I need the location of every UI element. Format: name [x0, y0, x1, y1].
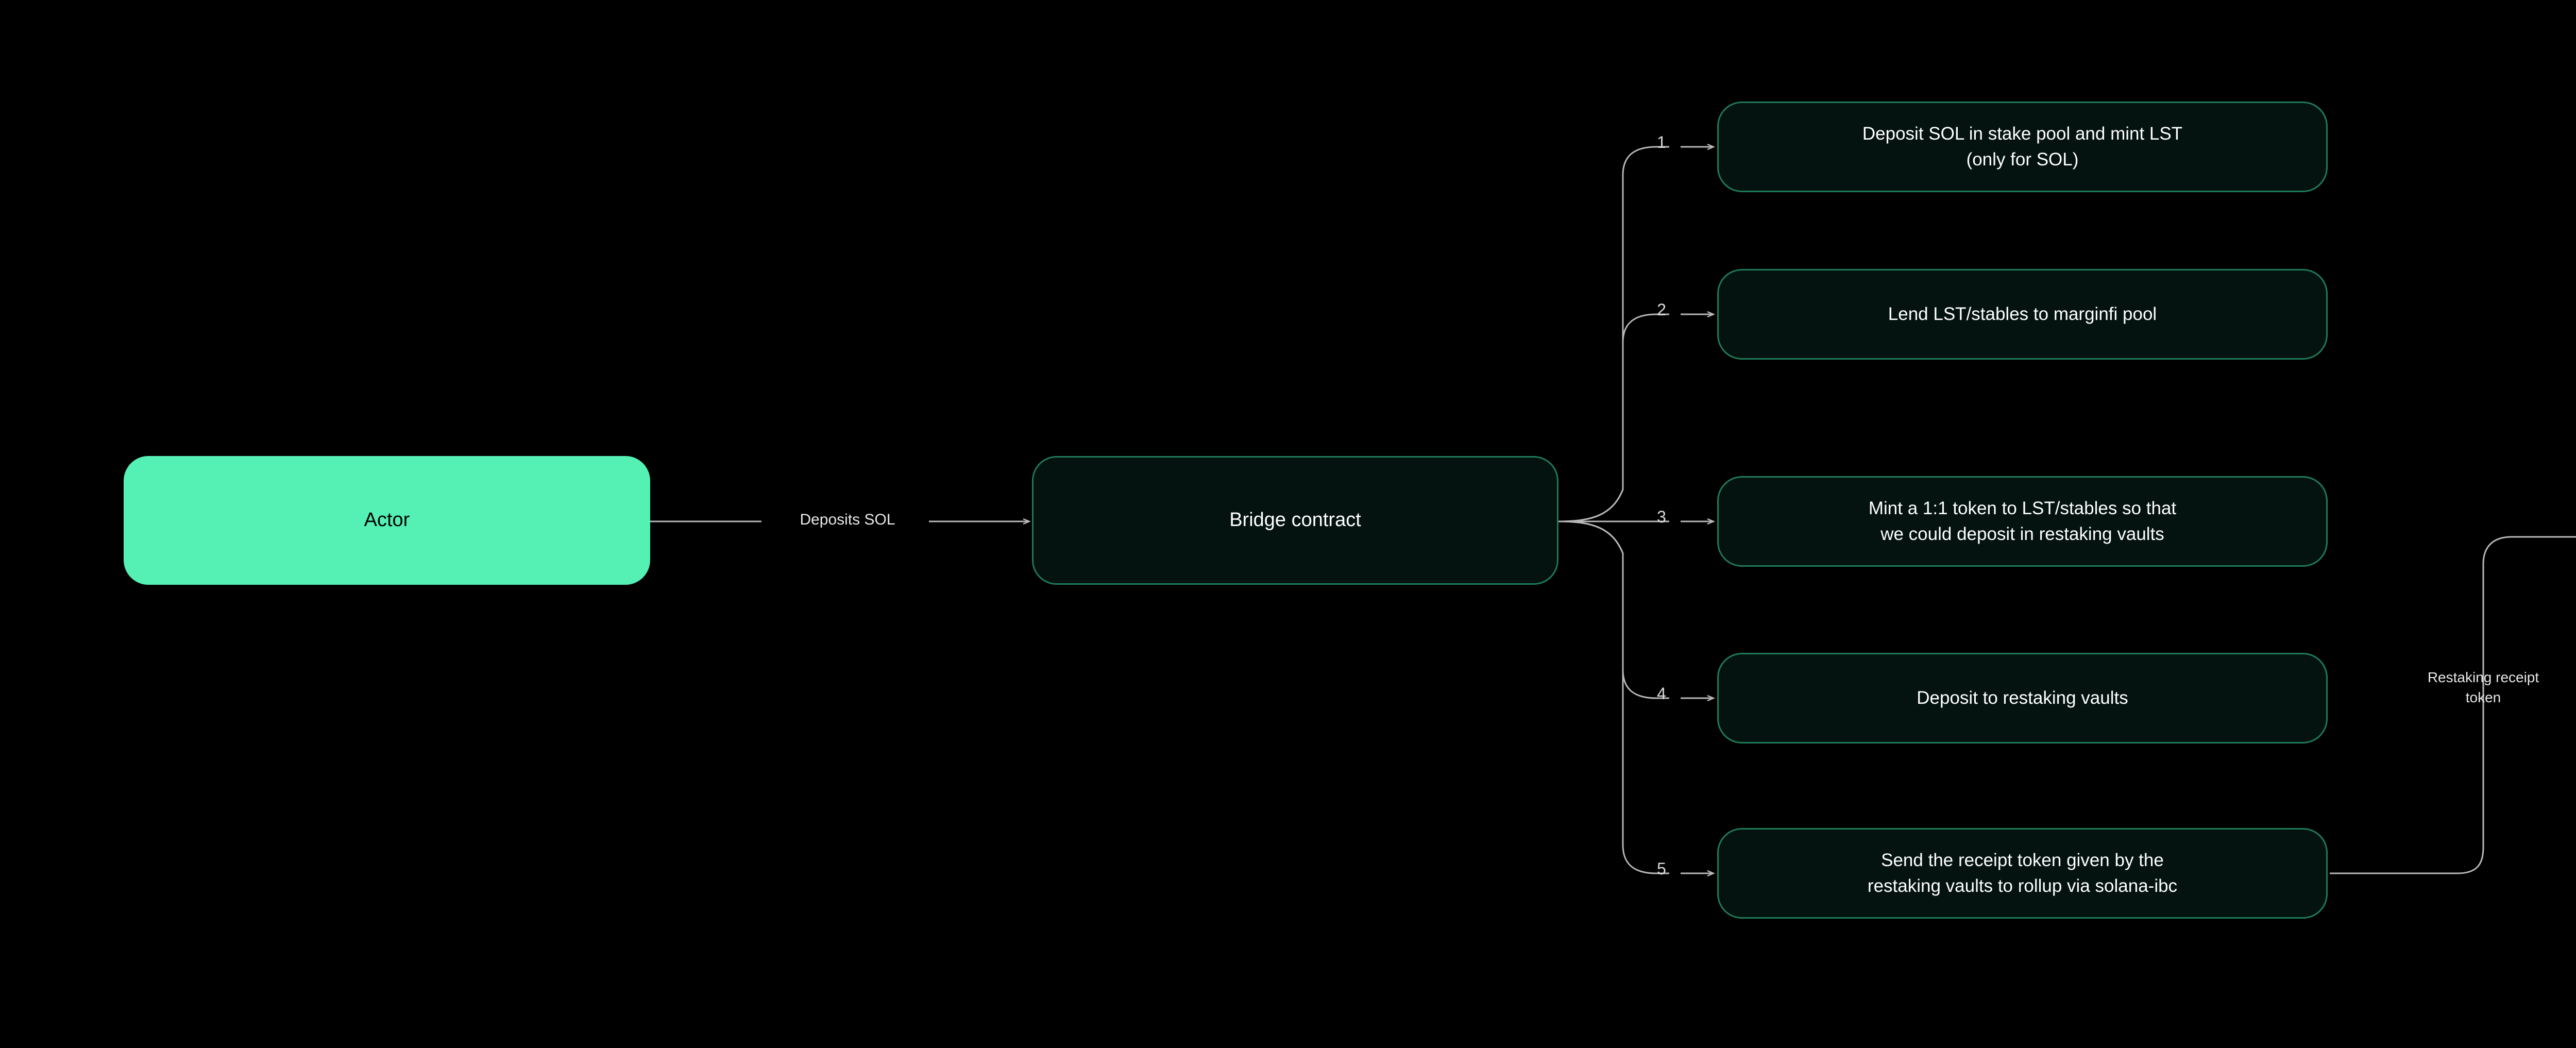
step-number-5: 5: [1648, 859, 1675, 878]
step-number-4-text: 4: [1657, 684, 1666, 703]
step-number-2-text: 2: [1657, 300, 1666, 319]
node-step-5-line2: restaking vaults to rollup via solana-ib…: [1867, 876, 2178, 896]
step-number-4: 4: [1648, 684, 1675, 703]
node-step-2[interactable]: Lend LST/stables to marginfi pool: [1717, 269, 2328, 360]
node-step-4[interactable]: Deposit to restaking vaults: [1717, 653, 2328, 743]
step-number-3: 3: [1648, 508, 1675, 527]
step-number-5-text: 5: [1657, 859, 1666, 878]
step-number-3-text: 3: [1657, 508, 1666, 526]
node-step-3[interactable]: Mint a 1:1 token to LST/stables so that …: [1717, 476, 2328, 567]
node-bridge-contract[interactable]: Bridge contract: [1032, 456, 1558, 585]
edge-label-deposits-sol-text: Deposits SOL: [800, 511, 895, 528]
step-number-2: 2: [1648, 300, 1675, 319]
node-bridge-contract-label: Bridge contract: [1229, 509, 1361, 531]
node-actor[interactable]: Actor: [124, 456, 650, 585]
node-step-1-line1: Deposit SOL in stake pool and mint LST: [1862, 124, 2183, 144]
edge-bridge-branch-1: [1558, 146, 1669, 522]
node-step-5[interactable]: Send the receipt token given by the rest…: [1717, 828, 2328, 919]
edge-bridge-branch-4: [1558, 520, 1669, 699]
node-step-2-label: Lend LST/stables to marginfi pool: [1888, 304, 2157, 325]
edge-bridge-branch-5: [1558, 520, 1669, 874]
edge-step5-to-solana-ibc: [2330, 536, 2576, 874]
node-step-3-line1: Mint a 1:1 token to LST/stables so that: [1868, 498, 2177, 519]
node-step-3-line2: we could deposit in restaking vaults: [1880, 524, 2164, 544]
edge-label-restaking-receipt-token-line1: Restaking receipt: [2427, 669, 2539, 685]
node-actor-label: Actor: [364, 509, 410, 531]
node-step-1-line2: (only for SOL): [1966, 149, 2079, 170]
edge-label-restaking-receipt-token: Restaking receipt token: [2391, 667, 2576, 707]
node-step-1[interactable]: Deposit SOL in stake pool and mint LST (…: [1717, 102, 2328, 192]
edge-label-restaking-receipt-token-line2: token: [2465, 689, 2501, 706]
node-step-1-label: Deposit SOL in stake pool and mint LST (…: [1839, 121, 2206, 172]
step-number-1: 1: [1648, 133, 1675, 152]
step-number-1-text: 1: [1657, 133, 1666, 151]
edge-bridge-branch-2: [1558, 313, 1669, 522]
node-step-5-line1: Send the receipt token given by the: [1881, 850, 2164, 871]
node-step-4-label: Deposit to restaking vaults: [1917, 688, 2128, 708]
node-step-3-label: Mint a 1:1 token to LST/stables so that …: [1845, 496, 2200, 547]
node-step-5-label: Send the receipt token given by the rest…: [1844, 848, 2201, 899]
edge-label-deposits-sol: Deposits SOL: [773, 509, 922, 531]
